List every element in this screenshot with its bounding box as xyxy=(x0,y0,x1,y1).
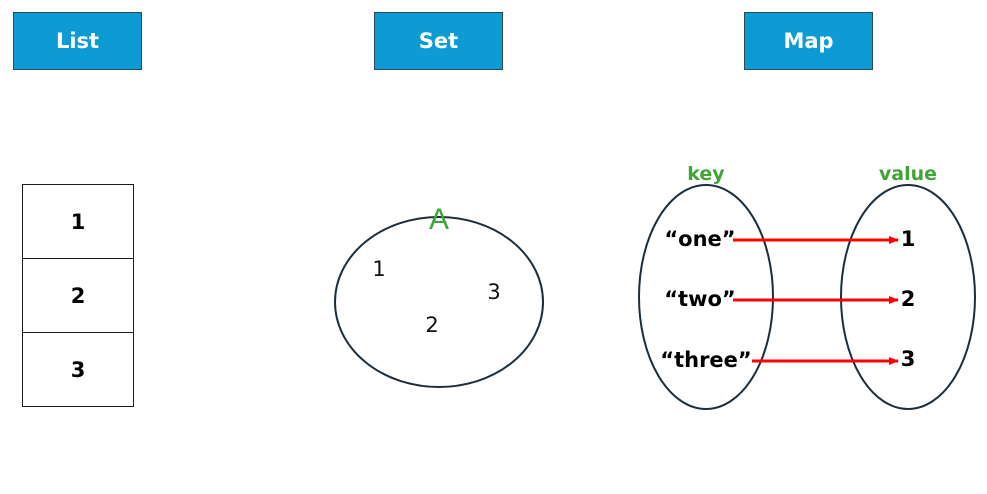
set-ellipse xyxy=(334,216,544,388)
set-header-label: Set xyxy=(418,29,459,53)
map-header-label: Map xyxy=(783,29,834,53)
list-header-label: List xyxy=(55,29,100,53)
map-value: 3 xyxy=(901,347,916,371)
list-box: 1 2 3 xyxy=(22,184,134,407)
map-key: “three” xyxy=(660,348,751,372)
map-key: “two” xyxy=(664,287,735,311)
list-cell-value: 2 xyxy=(70,283,86,308)
set-label: A xyxy=(429,203,449,236)
set-item: 3 xyxy=(487,280,500,304)
map-header: Map xyxy=(744,12,873,70)
set-item: 1 xyxy=(372,257,385,281)
list-header: List xyxy=(13,12,142,70)
list-cell-value: 1 xyxy=(70,209,86,234)
list-cell-value: 3 xyxy=(70,357,86,382)
set-header: Set xyxy=(374,12,503,70)
map-value: 1 xyxy=(901,227,916,251)
map-value-ellipse xyxy=(840,184,976,410)
map-key: “one” xyxy=(664,227,735,251)
list-cell: 3 xyxy=(22,332,134,407)
set-item: 2 xyxy=(425,313,438,337)
map-value-label: value xyxy=(879,163,937,185)
map-key-ellipse xyxy=(638,184,774,410)
map-key-label: key xyxy=(687,163,725,185)
map-value: 2 xyxy=(901,287,916,311)
